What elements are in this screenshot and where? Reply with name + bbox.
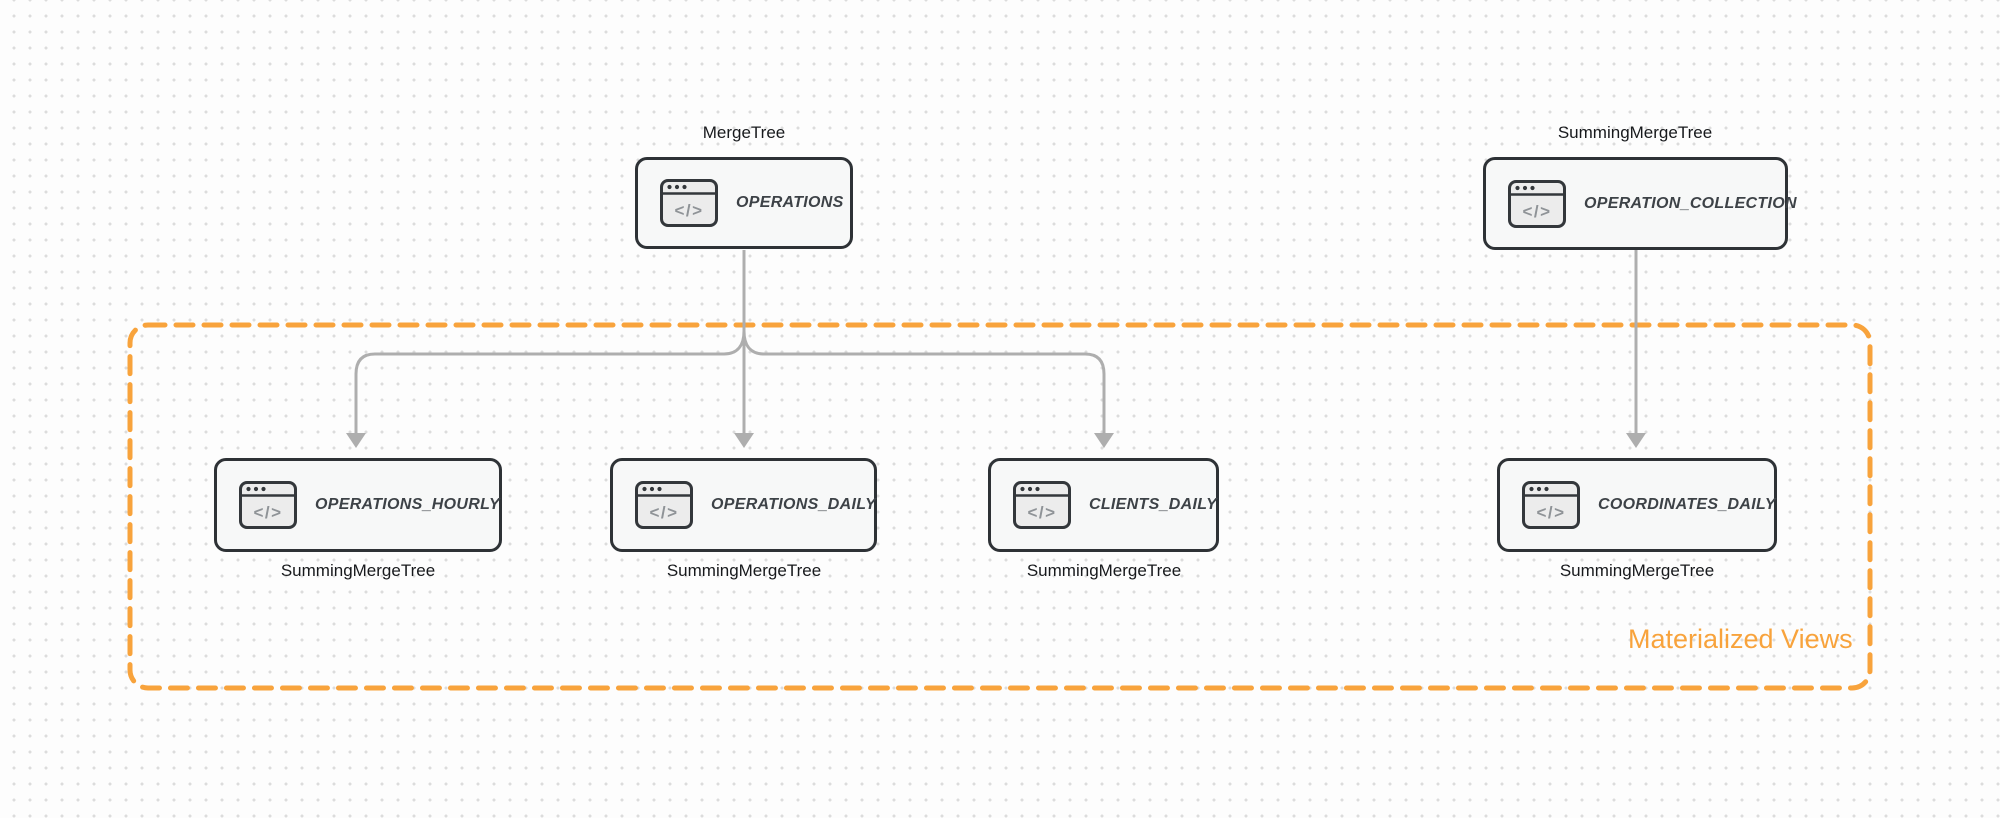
- engine-label-operation-collection: SummingMergeTree: [1557, 123, 1713, 142]
- node-coordinates-daily[interactable]: </> COORDINATES_DAILY: [1497, 458, 1777, 552]
- arrowhead-icon: [734, 433, 754, 448]
- node-title: CLIENTS_DAILY: [1089, 496, 1218, 513]
- node-title: OPERATIONS_DAILY: [711, 496, 877, 513]
- code-window-icon: </>: [1522, 481, 1580, 529]
- svg-text:</>: </>: [674, 201, 703, 220]
- node-title: OPERATION_COLLECTION: [1584, 194, 1797, 212]
- svg-text:</>: </>: [253, 503, 282, 522]
- arrowhead-icon: [1626, 433, 1646, 448]
- engine-label-operations-daily: SummingMergeTree: [666, 561, 822, 580]
- code-window-icon: </>: [635, 481, 693, 529]
- node-operations[interactable]: </> OPERATIONS: [635, 157, 853, 249]
- node-title: OPERATIONS: [736, 194, 844, 211]
- svg-text:</>: </>: [1027, 503, 1056, 522]
- code-window-icon: </>: [660, 179, 718, 227]
- node-operation-collection[interactable]: </> OPERATION_COLLECTION: [1483, 157, 1797, 250]
- engine-label-operations: MergeTree: [702, 123, 786, 142]
- node-operations-hourly[interactable]: </> OPERATIONS_HOURLY: [214, 458, 502, 552]
- arrowhead-icon: [346, 433, 366, 448]
- node-title: COORDINATES_DAILY: [1598, 496, 1776, 513]
- svg-text:</>: </>: [649, 503, 678, 522]
- edge-operations-to-clients-daily[interactable]: [742, 330, 1114, 448]
- code-window-icon: </>: [1508, 179, 1566, 228]
- node-operations-daily[interactable]: </> OPERATIONS_DAILY: [610, 458, 877, 552]
- engine-label-operations-hourly: SummingMergeTree: [280, 561, 436, 580]
- code-window-icon: </>: [239, 481, 297, 529]
- node-clients-daily[interactable]: </> CLIENTS_DAILY: [988, 458, 1219, 552]
- edge-operations-to-operations-hourly[interactable]: [346, 330, 746, 448]
- materialized-views-frame[interactable]: [127, 322, 1873, 691]
- node-title: OPERATIONS_HOURLY: [315, 496, 500, 513]
- svg-text:</>: </>: [1522, 202, 1551, 221]
- arrowhead-icon: [1094, 433, 1114, 448]
- edge-operation-collection-to-coordinates-daily[interactable]: [1626, 250, 1646, 448]
- svg-text:</>: </>: [1536, 503, 1565, 522]
- code-window-icon: </>: [1013, 481, 1071, 529]
- materialized-views-label: Materialized Views: [1628, 624, 1853, 654]
- engine-label-clients-daily: SummingMergeTree: [1026, 561, 1182, 580]
- engine-label-coordinates-daily: SummingMergeTree: [1559, 561, 1715, 580]
